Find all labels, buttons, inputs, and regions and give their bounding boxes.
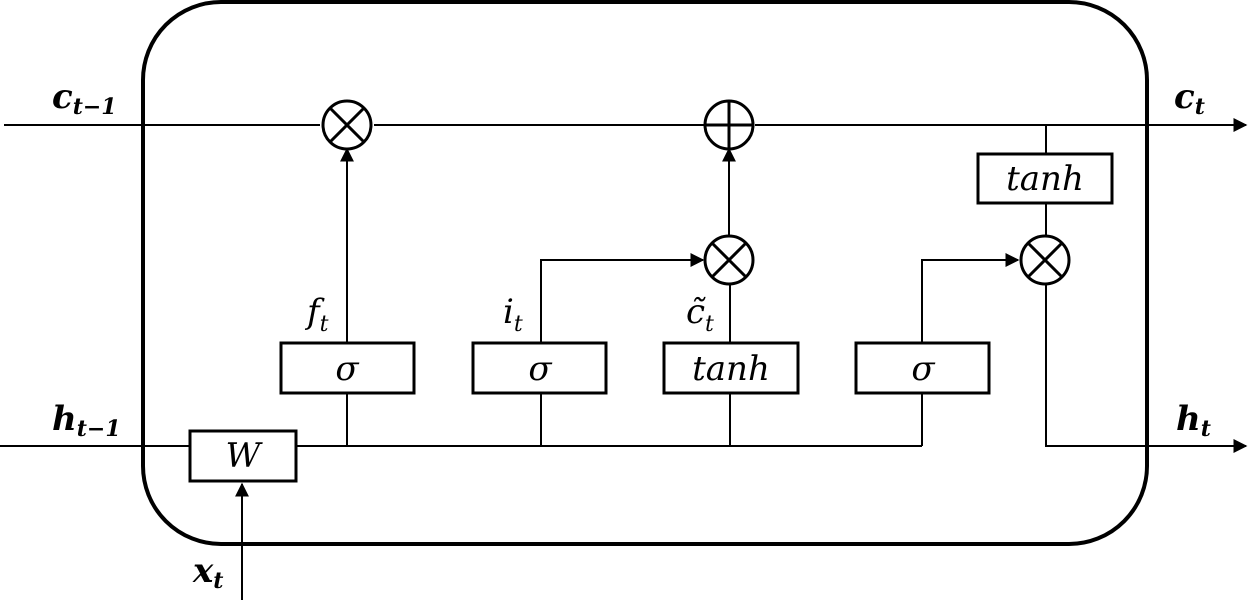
input-output-label: it [503, 292, 523, 337]
cell-tanh-label: tanh [1006, 159, 1084, 199]
c-prev-label: ct−1 [52, 77, 117, 120]
candidate-gate-label: tanh [692, 349, 770, 389]
output-gate-out-arrow [921, 253, 1020, 343]
candidate-gate-box: tanh [662, 341, 800, 395]
input-out-arrow [540, 253, 705, 343]
x-input-label: xt [192, 551, 223, 594]
forget-multiply-icon [321, 99, 373, 151]
forget-gate-label: σ [335, 349, 359, 389]
forget-output-label: ft [304, 292, 329, 337]
output-multiply-icon [1019, 234, 1071, 286]
input-multiply-icon [703, 234, 755, 286]
cell-add-icon [703, 99, 755, 151]
forget-gate-box: σ [279, 341, 416, 395]
weight-box: W [188, 429, 298, 483]
weight-label: W [226, 436, 264, 476]
input-gate-label: σ [528, 349, 552, 389]
h-output-arrow [1045, 284, 1248, 453]
output-gate-box: σ [854, 341, 991, 395]
cell-tanh-box: tanh [976, 152, 1114, 205]
h-output-label: ht [1176, 399, 1211, 442]
cell-boundary [141, 0, 1149, 546]
c-output-label: ct [1174, 77, 1205, 120]
output-gate-label: σ [911, 349, 935, 389]
input-gate-box: σ [471, 341, 608, 395]
candidate-output-label: c̃t [686, 292, 714, 337]
h-prev-label: ht−1 [52, 399, 121, 442]
